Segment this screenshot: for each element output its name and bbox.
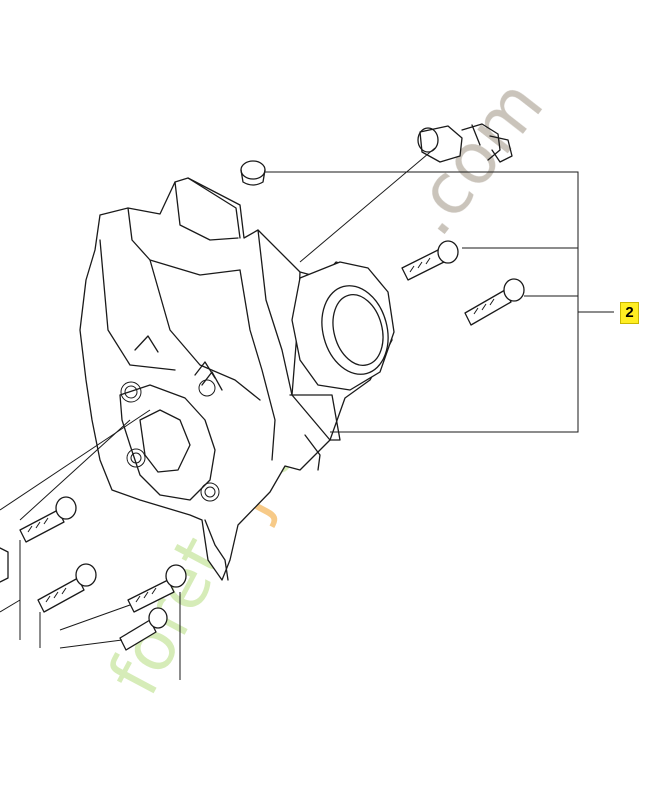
screw-left-3 <box>127 564 187 613</box>
screw-left-1 <box>19 496 77 543</box>
leader-lines <box>0 147 614 680</box>
svg-text:.com: .com <box>389 65 559 251</box>
screw-left-4 <box>119 607 168 651</box>
sleeve-clamp-part <box>417 123 513 163</box>
screw-left-2 <box>37 563 97 613</box>
screw-right-upper <box>401 240 459 281</box>
part-left-edge <box>0 547 9 583</box>
screw-right-lower <box>464 278 525 326</box>
bore-tube-part <box>291 261 395 391</box>
cap-plug-part <box>240 160 266 186</box>
callout-number-badge: 2 <box>620 302 639 324</box>
